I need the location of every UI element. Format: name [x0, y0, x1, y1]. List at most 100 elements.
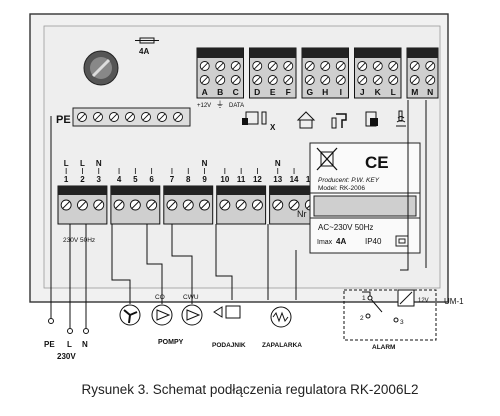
- bottom-terminal-number: 10: [220, 175, 229, 184]
- bottom-terminal-number: 1: [64, 175, 69, 184]
- top-terminal-header: [407, 48, 438, 58]
- bottom-terminal-top-letter: L: [64, 159, 69, 168]
- bottom-terminal-number: 6: [149, 175, 154, 184]
- bottom-terminal-screw: [60, 199, 72, 211]
- bottom-terminal-number: 2: [80, 175, 85, 184]
- bottom-terminal-screw: [182, 199, 194, 211]
- top-terminal-screw: [230, 75, 241, 85]
- temperature-sensor-icon: [261, 111, 267, 125]
- bottom-terminal-number: 7: [170, 175, 175, 184]
- room-panel-icon: [242, 111, 259, 125]
- bottom-terminal-header: [163, 186, 213, 195]
- pe-screw: [109, 112, 119, 122]
- bottom-terminal-number: 13: [273, 175, 282, 184]
- top-terminal-screw: [425, 61, 436, 71]
- top-terminal-letter: A: [202, 87, 208, 97]
- pumps-label: POMPY: [158, 339, 184, 346]
- pe-screw: [93, 112, 103, 122]
- top-terminal-header: [197, 48, 244, 58]
- bottom-terminal-screw: [272, 199, 284, 211]
- top-terminal-screw: [357, 75, 368, 85]
- wire-l-label: L: [67, 340, 72, 349]
- top-terminal-header: [354, 48, 401, 58]
- bottom-terminal-header: [269, 186, 319, 195]
- figure-caption: Rysunek 3. Schemat podłączenia regulator…: [81, 382, 419, 397]
- top-terminal-screw: [199, 61, 210, 71]
- top-terminal-screw: [267, 75, 278, 85]
- bottom-terminal-number: 5: [133, 175, 138, 184]
- top-terminal-screw: [335, 61, 346, 71]
- alarm-voltage: 12V: [418, 298, 429, 304]
- bottom-terminal-number: 11: [237, 175, 246, 184]
- ce-mark: CE: [365, 153, 389, 172]
- bottom-terminal-top-letter: N: [202, 159, 208, 168]
- bottom-terminal-screw: [219, 199, 231, 211]
- bottom-terminal-top-letter: N: [96, 159, 102, 168]
- top-terminal-letter: E: [270, 87, 276, 97]
- top-terminal-screw: [372, 61, 383, 71]
- bottom-terminal-top-letter: L: [80, 159, 85, 168]
- nameplate-imax-value: 4A: [336, 237, 346, 246]
- bottom-terminal-screw: [235, 199, 247, 211]
- nameplate-producer: Producent: P.W. KEY: [318, 177, 380, 184]
- top-terminal-screw: [199, 75, 210, 85]
- top-terminal-screw: [215, 75, 226, 85]
- top-terminal-screw: [304, 61, 315, 71]
- top-terminal-sub-label-c: DATA: [229, 103, 244, 109]
- top-terminal-sub-label-b: ⏚: [216, 100, 224, 109]
- top-terminal-screw: [230, 61, 241, 71]
- bottom-terminal-screw: [146, 199, 158, 211]
- top-terminal-screw: [357, 61, 368, 71]
- co-pump-icon: [151, 304, 173, 326]
- top-terminal-header: [249, 48, 296, 58]
- pe-screw: [125, 112, 135, 122]
- top-terminal-screw: [320, 61, 331, 71]
- bottom-terminal-header: [110, 186, 160, 195]
- top-terminal-letter: L: [391, 87, 396, 97]
- wire-terminals: [48, 318, 89, 334]
- top-terminal-letter: N: [427, 87, 433, 97]
- fuse-holder: [83, 50, 119, 86]
- bottom-terminal-screw: [129, 199, 141, 211]
- wire-pe-label: PE: [44, 340, 55, 349]
- nameplate-supply: AC~230V 50Hz: [318, 223, 373, 232]
- bottom-terminal-header: [216, 186, 266, 195]
- top-terminal-letter: K: [375, 87, 382, 97]
- alarm-pin-3: 3: [400, 319, 404, 326]
- feeder-label: PODAJNIK: [212, 342, 246, 349]
- house-sensor-icon: [296, 111, 316, 129]
- top-terminal-screw: [252, 75, 263, 85]
- nameplate: [309, 142, 421, 254]
- bottom-terminal-number: 14: [290, 175, 299, 184]
- alarm-pin-1: 1: [362, 295, 366, 302]
- co-pump-label: CO: [155, 294, 165, 301]
- bottom-terminal-screw: [113, 199, 125, 211]
- top-terminal-screw: [320, 75, 331, 85]
- top-terminal-letter: F: [286, 87, 291, 97]
- bottom-terminal-number: 8: [186, 175, 191, 184]
- feeder-sensor-icon: [365, 111, 378, 127]
- bottom-terminal-number: 9: [202, 175, 207, 184]
- top-terminal-screw: [335, 75, 346, 85]
- top-terminal-screw: [425, 75, 436, 85]
- bottom-terminal-screw: [288, 199, 300, 211]
- top-terminal-letter: H: [322, 87, 328, 97]
- alarm-label: ALARM: [372, 344, 395, 351]
- wire-voltage-label: 230V: [57, 352, 76, 361]
- top-terminal-letter: M: [411, 87, 418, 97]
- bottom-terminal-header: [58, 186, 107, 195]
- top-terminal-letter: C: [233, 87, 239, 97]
- tap-water-sensor-icon: [331, 113, 347, 129]
- alarm-module-label: UM-1: [444, 297, 464, 306]
- top-terminal-letter: J: [360, 87, 365, 97]
- fuse-symbol: [135, 37, 159, 44]
- bottom-terminal-number: 12: [253, 175, 262, 184]
- cwu-pump-label: CWU: [183, 294, 199, 301]
- bottom-terminal-number: 3: [97, 175, 102, 184]
- bottom-terminal-screw: [76, 199, 88, 211]
- pe-screw: [157, 112, 167, 122]
- supply-label: 230V 50Hz: [63, 237, 95, 244]
- top-terminal-header: [302, 48, 349, 58]
